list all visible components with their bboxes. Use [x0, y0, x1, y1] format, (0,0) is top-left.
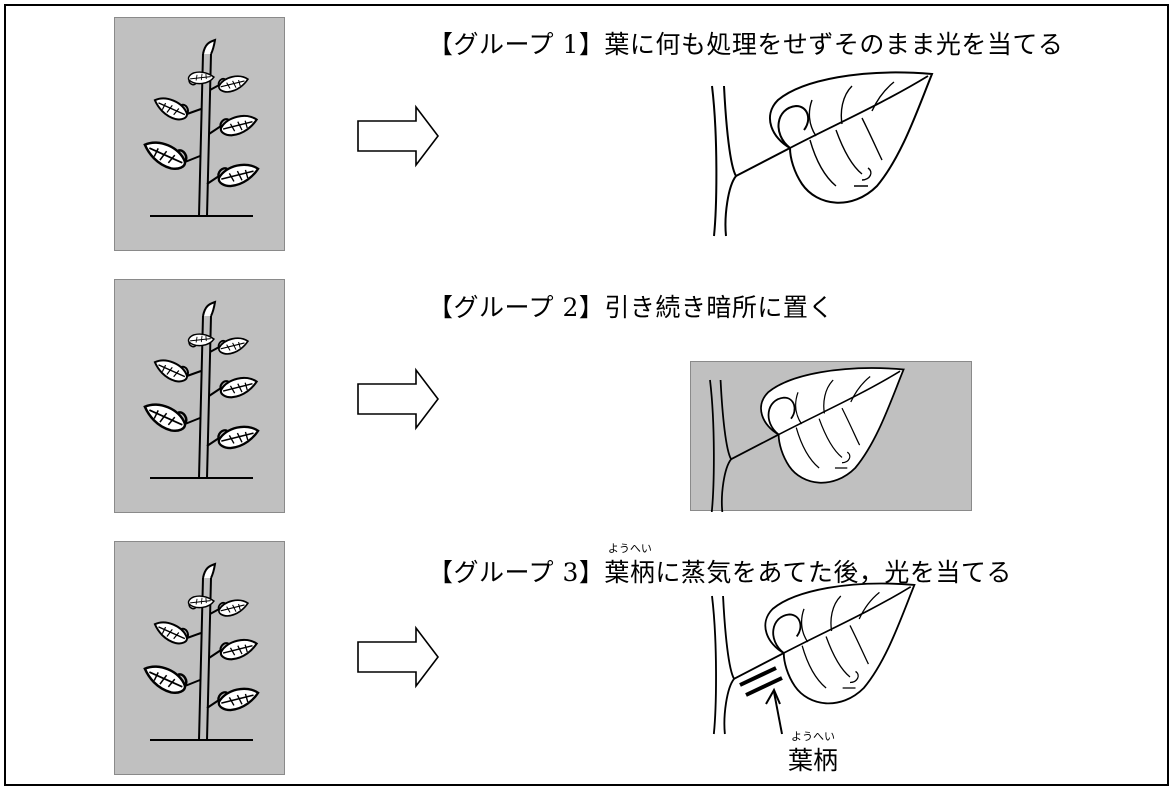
- petiole-pointer-arrow: [765, 687, 783, 735]
- bracket-open: 【: [428, 558, 454, 587]
- petiole-label-word: ようへい葉柄: [788, 730, 839, 777]
- group-label: グループ 2: [453, 293, 579, 322]
- plant-panel-group-3: [114, 541, 285, 775]
- petiole-label: ようへい葉柄: [788, 730, 839, 777]
- steam-marks: [739, 666, 783, 697]
- group-label: グループ 3: [453, 558, 579, 587]
- group-2-caption: 【グループ 2】引き続き暗所に置く: [428, 288, 834, 324]
- petiole-ruby: ようへい: [607, 542, 652, 555]
- bracket-close: 】: [578, 558, 605, 587]
- petiole-label-ruby: ようへい: [791, 730, 835, 743]
- petiole-word: ようへい葉柄: [604, 542, 656, 589]
- plant-with-leaves-icon: [115, 542, 286, 776]
- petiole-label-kanji: 葉柄: [788, 746, 839, 775]
- plant-with-leaves-icon: [115, 280, 286, 514]
- right-hollow-arrow-icon: [357, 627, 439, 687]
- group-3-caption: 【グループ 3】ようへい葉柄に蒸気をあてた後，光を当てる: [428, 542, 1012, 589]
- bracket-close: 】: [578, 30, 605, 59]
- bracket-open: 【: [428, 30, 454, 59]
- plant-panel-group-1: [114, 17, 285, 251]
- group-description: 葉に何も処理をせずそのまま光を当てる: [604, 30, 1064, 59]
- group-1-caption: 【グループ 1】葉に何も処理をせずそのまま光を当てる: [428, 25, 1063, 61]
- bracket-open: 【: [428, 293, 454, 322]
- leaf-on-stem-icon: [711, 71, 933, 237]
- plant-panel-group-2: [114, 279, 285, 513]
- leaf-on-stem-icon: [711, 582, 916, 735]
- group-description: 引き続き暗所に置く: [604, 293, 834, 322]
- petiole-kanji: 葉柄: [604, 558, 656, 587]
- leaf-on-stem-icon: [709, 367, 905, 512]
- group-label: グループ 1: [453, 30, 579, 59]
- bracket-close: 】: [578, 293, 605, 322]
- plant-with-leaves-icon: [115, 18, 286, 252]
- right-hollow-arrow-icon: [357, 369, 439, 429]
- right-hollow-arrow-icon: [357, 106, 439, 166]
- group-description: に蒸気をあてた後，光を当てる: [655, 558, 1012, 587]
